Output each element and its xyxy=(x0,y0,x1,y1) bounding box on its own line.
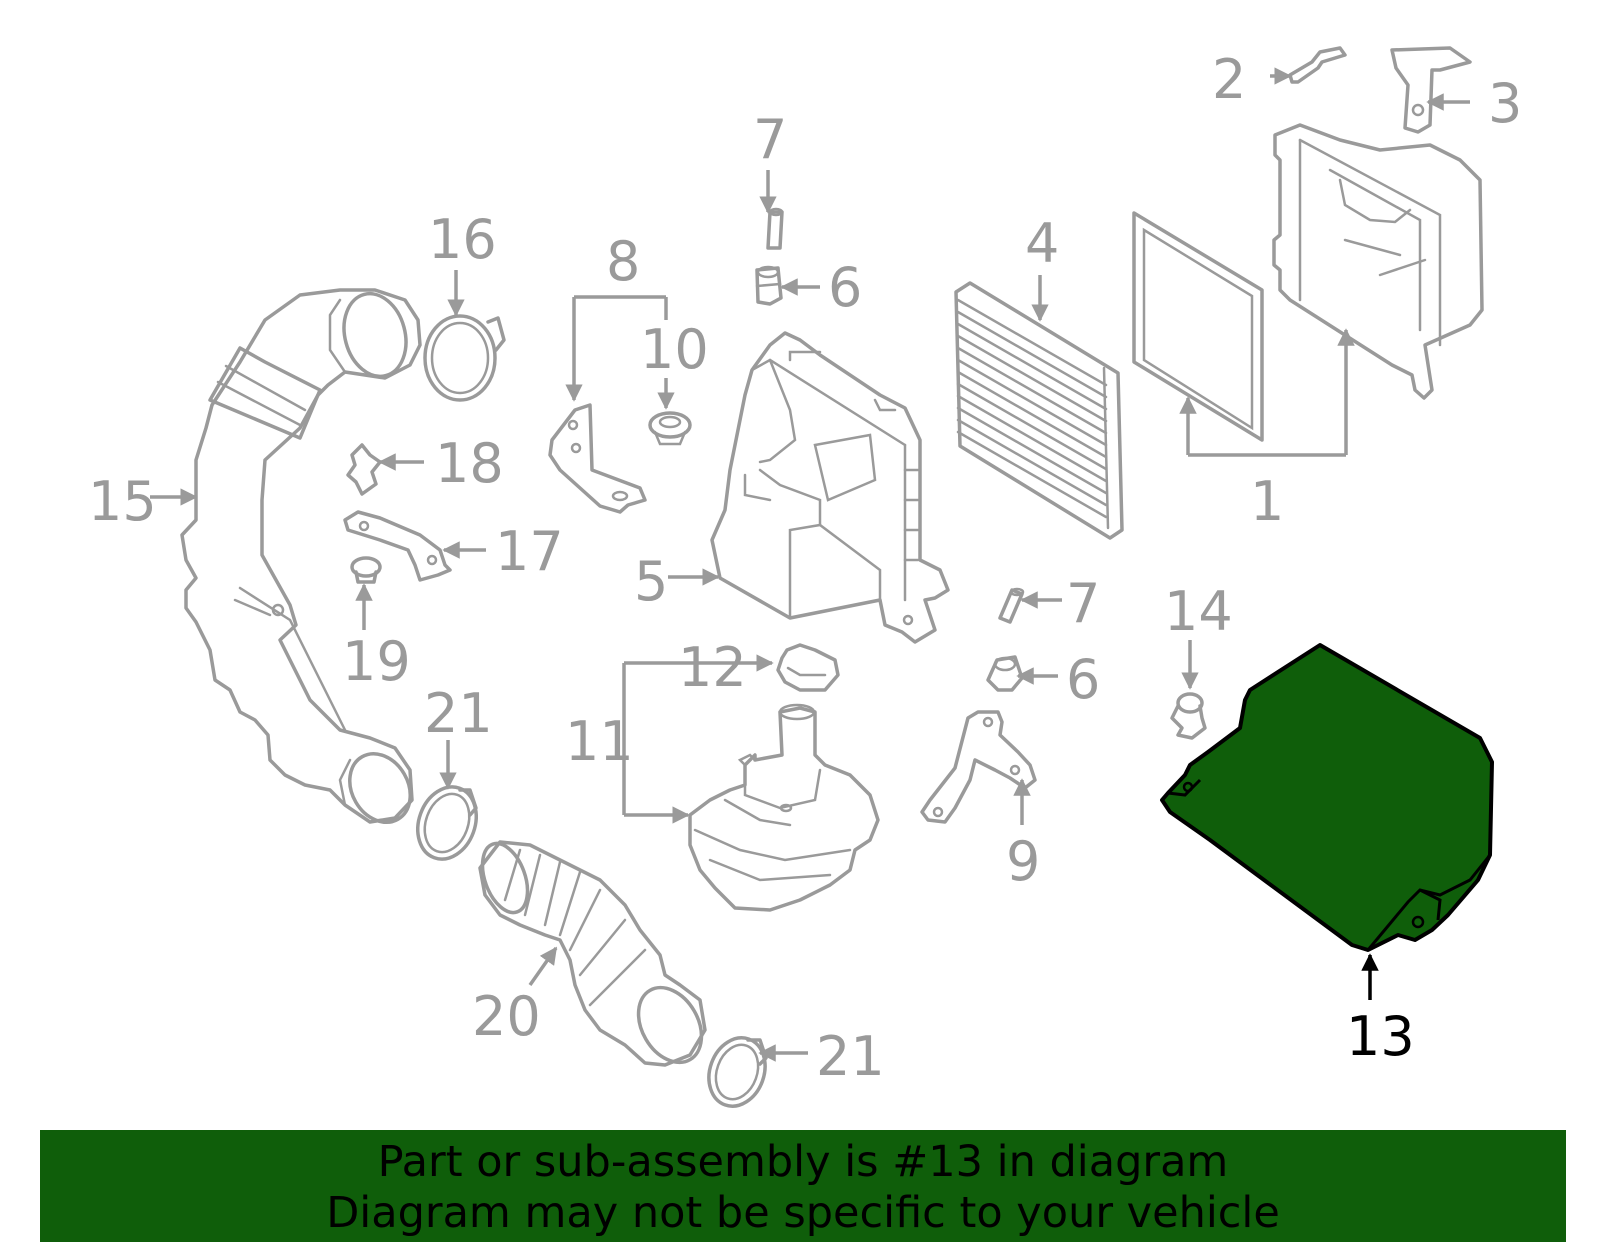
callout-7-upper: 7 xyxy=(753,108,787,171)
part-13-highlighted xyxy=(1160,643,1494,952)
part-6-grommet-upper xyxy=(755,265,783,306)
part-12-clamp xyxy=(776,643,840,692)
callout-15: 15 xyxy=(88,470,157,533)
callout-20: 20 xyxy=(472,985,541,1048)
callout-1: 1 xyxy=(1250,470,1284,533)
part-7-pin-upper xyxy=(766,207,784,250)
callout-21-lower: 21 xyxy=(816,1025,885,1088)
callout-4: 4 xyxy=(1025,212,1059,275)
banner-line-1: Part or sub-assembly is #13 in diagram xyxy=(377,1137,1229,1187)
part-10-grommet xyxy=(648,411,692,446)
part-21-clamp-upper xyxy=(416,785,478,861)
part-9-bracket xyxy=(920,710,1037,824)
callout-14: 14 xyxy=(1164,580,1233,643)
callout-6-upper: 6 xyxy=(828,256,862,319)
banner-line-2: Diagram may not be specific to your vehi… xyxy=(326,1188,1280,1238)
callout-12: 12 xyxy=(678,636,747,699)
leader-lines xyxy=(150,67,1470,1062)
part-11-resonator xyxy=(688,703,880,912)
part-8-bracket xyxy=(548,403,647,514)
callout-6-lower: 6 xyxy=(1066,648,1100,711)
callout-19: 19 xyxy=(342,630,411,693)
callouts: 2 3 4 1 7 6 8 10 5 16 18 17 19 15 21 20 … xyxy=(88,48,1522,1088)
callout-21-upper: 21 xyxy=(424,682,493,745)
callout-10: 10 xyxy=(640,318,709,381)
part-14-clip xyxy=(1170,692,1207,740)
callout-18: 18 xyxy=(435,432,504,495)
part-16-clamp xyxy=(423,314,506,402)
part-21-clamp-lower xyxy=(707,1036,768,1108)
callout-13: 13 xyxy=(1346,1005,1415,1068)
part-7-pin-lower xyxy=(998,587,1025,624)
part-1-upper-housing xyxy=(1272,123,1484,400)
callout-5: 5 xyxy=(634,550,668,613)
callout-17: 17 xyxy=(495,520,564,583)
callout-7-lower: 7 xyxy=(1066,572,1100,635)
part-17-bracket xyxy=(343,510,452,582)
callout-3: 3 xyxy=(1488,72,1522,135)
part-19-nut xyxy=(350,556,382,584)
part-15-duct xyxy=(180,288,422,824)
info-banner: Part or sub-assembly is #13 in diagram D… xyxy=(40,1130,1566,1242)
part-6-grommet-lower xyxy=(986,655,1024,692)
callout-11: 11 xyxy=(565,710,634,773)
part-1-frame xyxy=(1132,211,1264,442)
callout-9: 9 xyxy=(1006,830,1040,893)
part-3-bracket xyxy=(1390,46,1472,134)
part-20-hose xyxy=(478,840,707,1067)
callout-16: 16 xyxy=(428,208,497,271)
part-4-filter xyxy=(954,281,1124,540)
callout-8: 8 xyxy=(606,230,640,293)
callout-2: 2 xyxy=(1212,48,1246,111)
part-5-lower-housing xyxy=(710,331,950,644)
part-2-clip xyxy=(1288,46,1347,84)
part-18-clip xyxy=(346,443,382,496)
